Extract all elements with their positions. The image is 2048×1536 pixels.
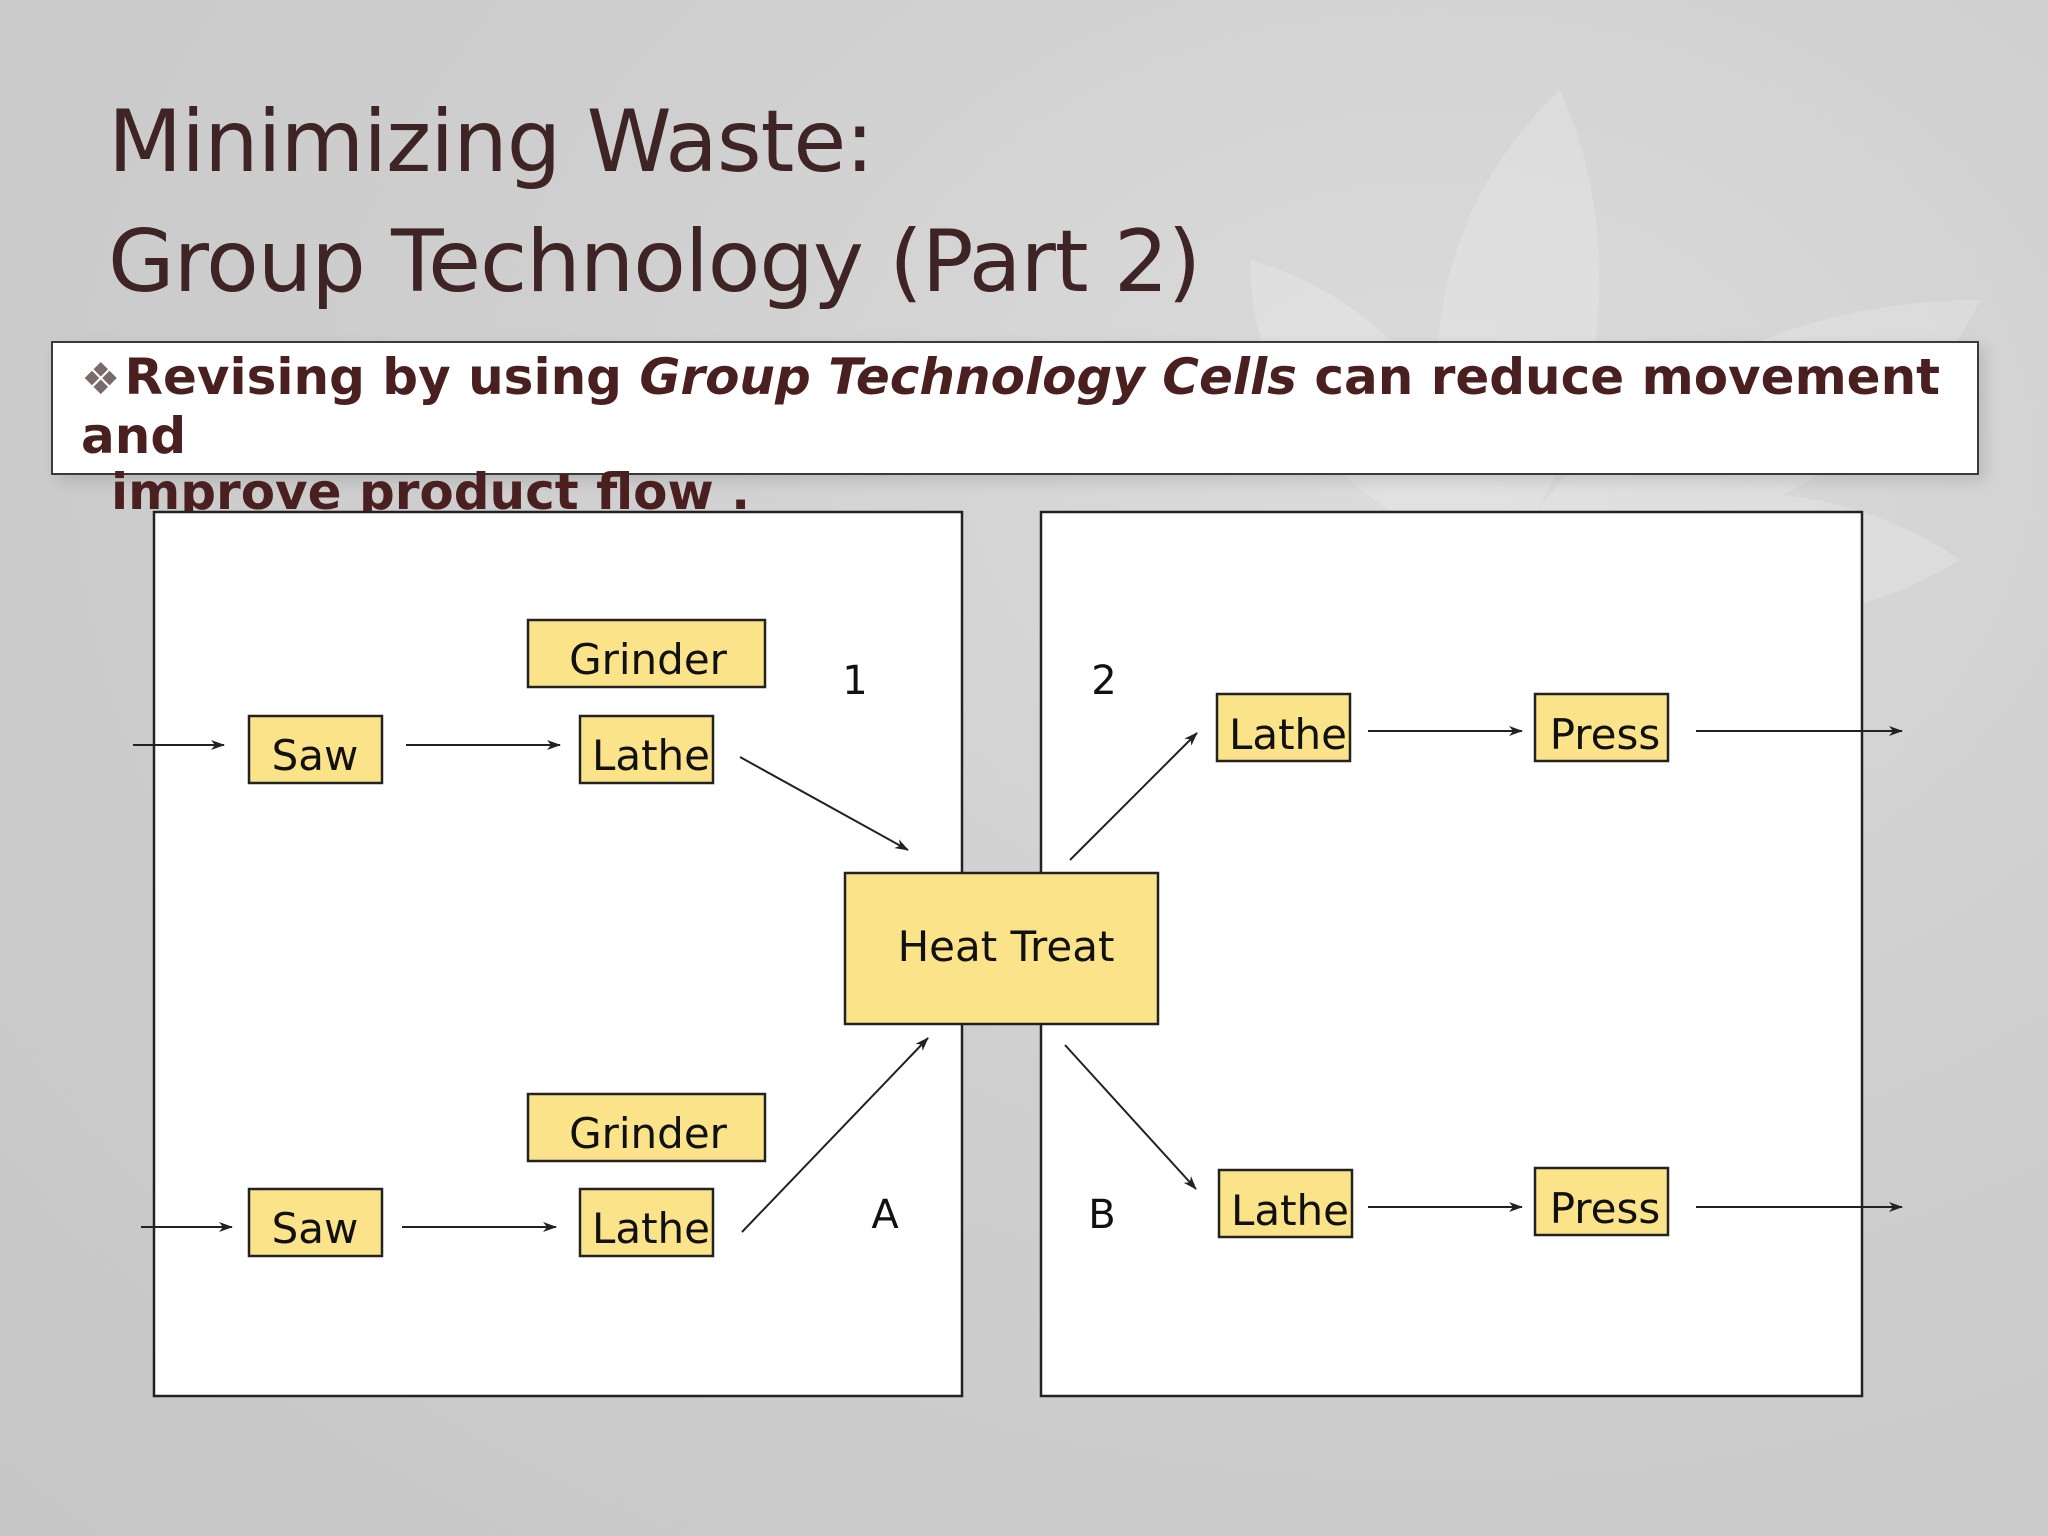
- machine-label: Lathe: [592, 731, 710, 780]
- cell-label-1: 1: [842, 658, 867, 704]
- machine-label: Heat Treat: [898, 922, 1115, 971]
- machine-label: Saw: [272, 1204, 359, 1253]
- bullet-text-line2: improve product flow .: [111, 463, 751, 521]
- machine-press-bottom: Press: [1533, 1166, 1670, 1237]
- cell-label-a: A: [871, 1192, 899, 1238]
- title-line-1: Minimizing Waste:: [108, 92, 874, 192]
- arrow-heat-treat-to-lathe-bottom-right: [1064, 1044, 1197, 1190]
- machine-grinder-top: Grinder: [526, 618, 767, 689]
- machine-lathe-top-right: Lathe: [1215, 692, 1352, 763]
- machine-label: Saw: [272, 731, 359, 780]
- bullet-box: ❖Revising by using Group Technology Cell…: [51, 341, 1979, 520]
- machine-grinder-bottom: Grinder: [526, 1092, 767, 1163]
- machine-label: Grinder: [569, 635, 728, 684]
- bullet-text: ❖Revising by using Group Technology Cell…: [81, 349, 1941, 520]
- machine-label: Press: [1550, 1184, 1661, 1233]
- machine-saw-top: Saw: [247, 714, 384, 785]
- machine-label: Grinder: [569, 1109, 728, 1158]
- machine-heat-treat: Heat Treat: [843, 871, 1160, 1026]
- machine-lathe-bottom-right: Lathe: [1217, 1168, 1354, 1239]
- bullet-text-before: Revising by using: [124, 348, 640, 406]
- machine-label: Lathe: [592, 1204, 710, 1253]
- machine-lathe-bottom-left: Lathe: [578, 1187, 715, 1258]
- arrow-lathe-to-heat-treat-top: [739, 756, 909, 851]
- title-line-2: Group Technology (Part 2): [108, 212, 1201, 312]
- bullet-text-after: can reduce movement and: [81, 348, 1941, 465]
- slide-title: Minimizing Waste: Group Technology (Part…: [108, 82, 1201, 322]
- machine-press-top: Press: [1533, 692, 1670, 763]
- bullet-diamond-icon: ❖: [81, 354, 121, 405]
- machine-label: Press: [1550, 710, 1661, 759]
- machine-saw-bottom: Saw: [247, 1187, 384, 1258]
- machine-lathe-top-left: Lathe: [578, 714, 715, 785]
- machine-label: Lathe: [1231, 1186, 1349, 1235]
- arrow-heat-treat-to-lathe-top-right: [1069, 732, 1198, 861]
- cell-label-2: 2: [1091, 658, 1116, 704]
- arrow-lathe-to-heat-treat-bottom: [741, 1037, 929, 1233]
- cell-label-b: B: [1088, 1192, 1115, 1238]
- cell-panel-right: [1039, 510, 1864, 1398]
- bullet-text-italic: Group Technology Cells: [639, 348, 1297, 406]
- machine-label: Lathe: [1229, 710, 1347, 759]
